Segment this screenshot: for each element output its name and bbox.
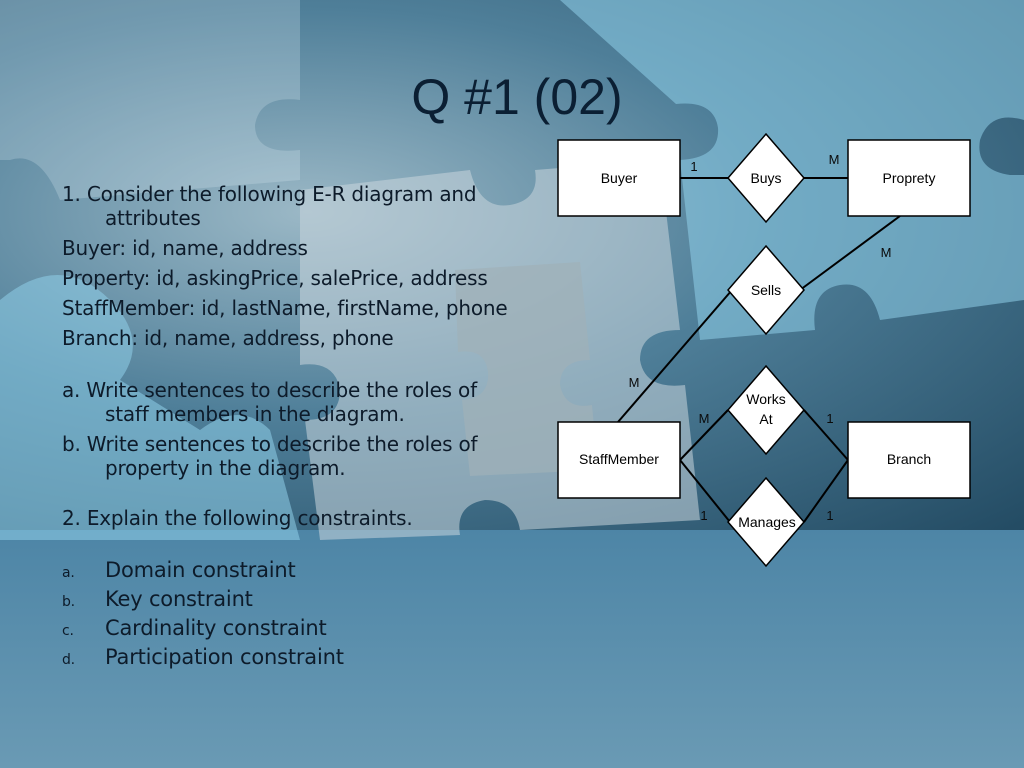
relationship-buys-label: Buys	[750, 170, 781, 186]
line-manages-branch	[803, 459, 849, 523]
line-staff-works	[679, 409, 729, 461]
relationship-at-label: At	[759, 411, 772, 427]
slide-body: 1. Consider the following E-R diagram an…	[62, 182, 522, 674]
list-item: a. Domain constraint	[62, 558, 522, 582]
attribute-staffmember: StaffMember: id, lastName, firstName, ph…	[62, 296, 508, 320]
relationship-sells-label: Sells	[751, 282, 781, 298]
attribute-branch: Branch: id, name, address, phone	[62, 326, 394, 350]
task-a: a. Write sentences to describe the roles…	[62, 378, 477, 426]
list-item: c. Cardinality constraint	[62, 616, 522, 640]
relationship-buys: Buys	[727, 132, 805, 224]
list-marker: a.	[62, 565, 75, 581]
entity-buyer: Buyer	[557, 139, 681, 217]
entity-branch-label: Branch	[887, 451, 931, 467]
list-marker: c.	[62, 623, 74, 639]
attribute-buyer: Buyer: id, name, address	[62, 236, 308, 260]
list-item-text: Key constraint	[105, 587, 253, 611]
cardinality-manages-branch: 1	[826, 508, 833, 523]
relationship-works-at: Works At	[727, 364, 805, 456]
cardinality-buys-property: M	[829, 152, 840, 167]
constraint-list: a. Domain constraint b. Key constraint c. C…	[62, 558, 522, 669]
er-diagram: Buyer Proprety StaffMember Branch Buys S…	[557, 132, 971, 568]
relationship-sells: Sells	[727, 244, 805, 336]
list-item-text: Domain constraint	[105, 558, 296, 582]
cardinality-buys-buyer: 1	[690, 159, 697, 174]
relationship-works-label: Works	[746, 391, 785, 407]
list-item-text: Participation constraint	[105, 645, 344, 669]
line-staff-manages	[679, 459, 731, 523]
entity-branch: Branch	[847, 421, 971, 499]
entity-staffmember: StaffMember	[557, 421, 681, 499]
relationship-manages-label: Manages	[738, 514, 796, 530]
task-b: b. Write sentences to describe the roles…	[62, 432, 478, 480]
line-works-branch	[803, 409, 849, 461]
cardinality-works-branch: 1	[826, 411, 833, 426]
list-marker: b.	[62, 594, 75, 610]
cardinality-sells-staff: M	[629, 375, 640, 390]
question-2-intro: 2. Explain the following constraints.	[62, 506, 413, 530]
list-marker: d.	[62, 652, 75, 668]
line-staff-sells	[617, 289, 733, 423]
cardinality-sells-property: M	[881, 245, 892, 260]
slide-title: Q #1 (02)	[411, 69, 623, 125]
list-item: d. Participation constraint	[62, 645, 522, 669]
relationship-manages: Manages	[727, 476, 805, 568]
entity-buyer-label: Buyer	[601, 170, 638, 186]
entity-staffmember-label: StaffMember	[579, 451, 659, 467]
question-1-intro: 1. Consider the following E-R diagram an…	[62, 182, 477, 230]
entity-property-label: Proprety	[883, 170, 936, 186]
background-lower	[0, 530, 1024, 768]
cardinality-manages-staff: 1	[700, 508, 707, 523]
cardinality-works-staff: M	[699, 411, 710, 426]
list-item-text: Cardinality constraint	[105, 616, 327, 640]
line-sells-property	[799, 215, 901, 291]
attribute-property: Property: id, askingPrice, salePrice, ad…	[62, 266, 488, 290]
list-item: b. Key constraint	[62, 587, 522, 611]
entity-property: Proprety	[847, 139, 971, 217]
